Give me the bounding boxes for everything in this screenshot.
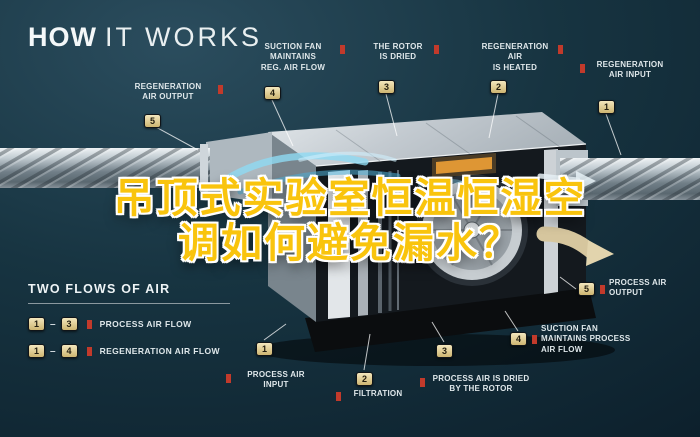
overlay-headline: 吊顶式实验室恒温恒湿空 调如何避免漏水？ <box>0 175 700 267</box>
red-marker <box>86 346 92 356</box>
heater <box>436 157 492 174</box>
red-marker <box>532 335 537 344</box>
callout-label: REGENERATION AIR OUTPUT <box>134 82 202 102</box>
red-marker <box>226 374 231 383</box>
step-badge: 5 <box>578 282 595 296</box>
legend-label: PROCESS AIR FLOW <box>99 319 192 329</box>
title-how: HOW <box>28 22 97 52</box>
range-dash: – <box>50 345 56 357</box>
callout-label: SUCTION FAN MAINTAINS REG. AIR FLOW <box>260 42 326 72</box>
callout-rotor-dried: THE ROTOR IS DRIED 3 <box>366 42 496 112</box>
callout-label: PROCESS AIR OUTPUT <box>609 278 667 298</box>
red-marker <box>340 45 345 54</box>
callout-label: SUCTION FAN MAINTAINS PROCESS AIR FLOW <box>541 324 631 354</box>
legend-two-flows: TWO FLOWS OF AIR 1 – 3 PROCESS AIR FLOW … <box>28 282 230 358</box>
callout-process-air-dried: PROCESS AIR IS DRIED BY THE ROTOR 3 <box>420 344 550 414</box>
step-badge: 1 <box>598 100 615 114</box>
step-badge: 1 <box>256 342 273 356</box>
callout-suction-fan-reg: SUCTION FAN MAINTAINS REG. AIR FLOW 4 <box>250 42 380 112</box>
step-badge: 2 <box>490 80 507 94</box>
red-marker <box>600 285 605 294</box>
callout-process-air-input: PROCESS AIR INPUT 1 <box>226 342 356 412</box>
overlay-headline-line2: 调如何避免漏水？ <box>178 220 522 267</box>
red-marker <box>580 64 585 73</box>
callout-regeneration-air-heated: REGENERATION AIR IS HEATED 2 <box>476 42 606 112</box>
red-marker <box>420 378 425 387</box>
step-badge: 4 <box>60 344 78 358</box>
callout-regeneration-air-output: REGENERATION AIR OUTPUT 5 <box>114 82 244 152</box>
airflow-arrows <box>221 151 596 195</box>
callout-process-air-output: PROCESS AIR OUTPUT 5 <box>574 276 700 346</box>
step-badge: 1 <box>28 344 45 358</box>
step-badge: 5 <box>144 114 161 128</box>
red-marker <box>336 392 341 401</box>
process-output-arrow <box>536 226 614 266</box>
callout-label: FILTRATION <box>353 389 403 398</box>
title-it-works: IT WORKS <box>104 22 262 52</box>
callout-label: REGENERATION AIR INPUT <box>596 60 664 80</box>
red-marker <box>86 319 92 329</box>
callout-label: REGENERATION AIR IS HEATED <box>481 42 549 72</box>
legend-row-process: 1 – 3 PROCESS AIR FLOW <box>28 317 230 331</box>
range-dash: – <box>50 318 56 330</box>
step-badge: 4 <box>264 86 281 100</box>
step-badge: 1 <box>28 317 45 331</box>
step-badge: 3 <box>60 317 78 331</box>
callout-label: THE ROTOR IS DRIED <box>373 42 423 62</box>
step-badge: 3 <box>378 80 395 94</box>
step-badge: 4 <box>510 332 527 346</box>
overlay-headline-line1: 吊顶式实验室恒温恒湿空 <box>113 175 587 221</box>
legend-title: TWO FLOWS OF AIR <box>28 282 230 304</box>
callout-label: PROCESS AIR INPUT <box>247 370 305 390</box>
legend-row-regeneration: 1 – 4 REGENERATION AIR FLOW <box>28 344 230 358</box>
callout-suction-fan-process: SUCTION FAN MAINTAINS PROCESS AIR FLOW 4 <box>506 324 636 394</box>
legend-label: REGENERATION AIR FLOW <box>99 346 220 356</box>
callout-regeneration-air-input: REGENERATION AIR INPUT 1 <box>580 60 700 130</box>
callout-label: PROCESS AIR IS DRIED BY THE ROTOR <box>432 374 530 394</box>
red-marker <box>558 45 563 54</box>
step-badge: 3 <box>436 344 453 358</box>
red-marker <box>434 45 439 54</box>
rotor <box>416 174 528 286</box>
step-badge: 2 <box>356 372 373 386</box>
callout-filtration: FILTRATION 2 <box>336 372 466 437</box>
air-handling-unit <box>255 112 615 366</box>
red-marker <box>218 85 223 94</box>
leader-lines <box>153 93 622 371</box>
